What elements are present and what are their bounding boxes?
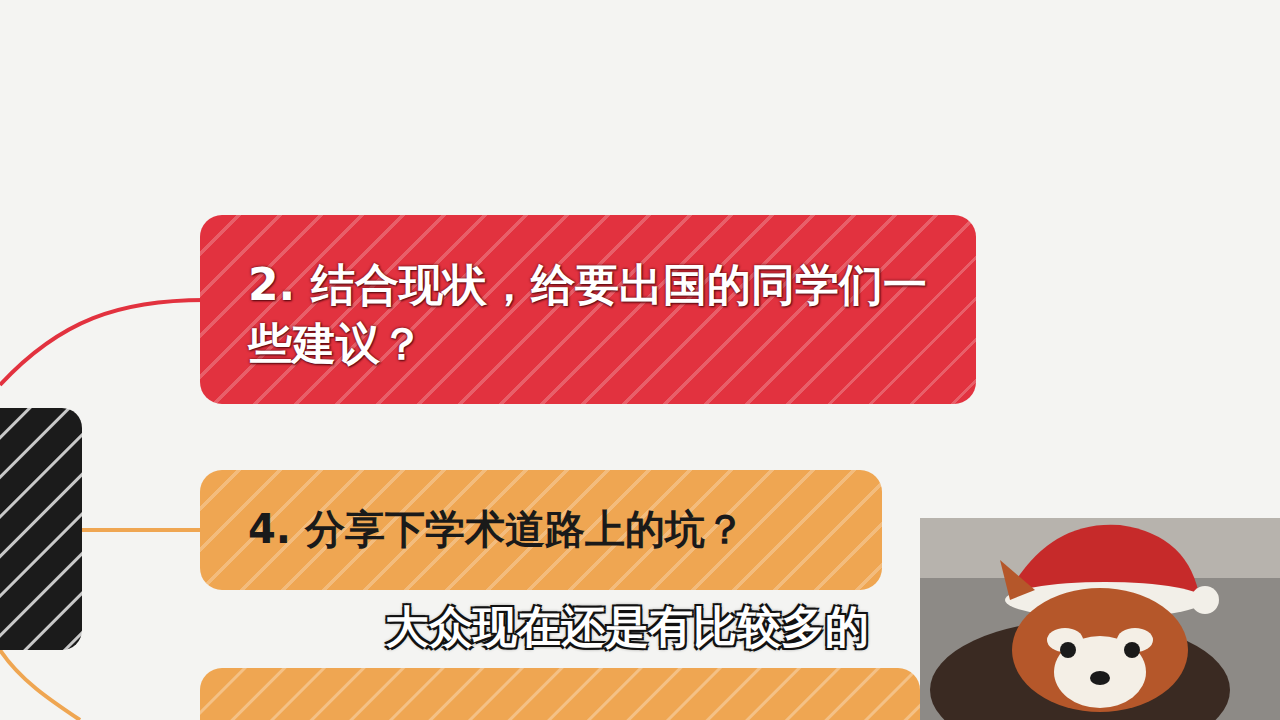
cut-off-box [200,668,920,720]
root-box [0,408,82,650]
node-text: 4. 分享下学术道路上的坑？ [248,502,852,556]
subtitle-text: 大众现在还是有比较多的 [385,598,869,657]
mindmap-box: 4. 分享下学术道路上的坑？ [200,470,882,590]
branch-line [0,650,80,720]
node-text: 2. 结合现状，给要出国的同学们一些建议？ [248,255,936,374]
branch-line [0,300,205,385]
mindmap-box: 2. 结合现状，给要出国的同学们一些建议？ [200,215,976,404]
avatar-image [920,518,1280,720]
branch-line [80,528,205,532]
